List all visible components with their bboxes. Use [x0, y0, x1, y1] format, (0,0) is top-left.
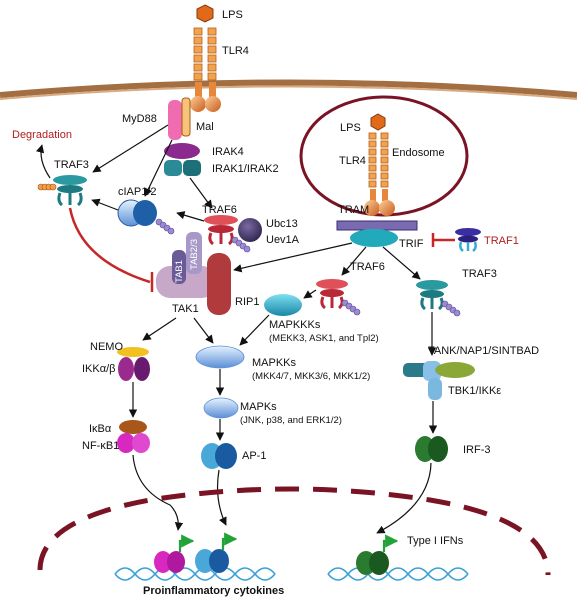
tram-label: TRAM — [338, 204, 369, 216]
myd88-label: MyD88 — [122, 113, 157, 125]
mapkkks-label: MAPKKKs — [269, 319, 321, 331]
mapks-label: MAPKs — [240, 401, 277, 413]
mapkks-label: MAPKKs — [252, 357, 297, 369]
traf3-inhibit-line — [68, 207, 151, 284]
endosome-label: Endosome — [392, 147, 445, 159]
irf3-protein — [415, 436, 448, 462]
tbk1-label: TBK1/IKKε — [448, 385, 501, 397]
tlr4-top-label: TLR4 — [222, 45, 249, 57]
ap1-on-dna — [195, 549, 229, 573]
irf3-label: IRF-3 — [463, 444, 491, 456]
tram-protein — [336, 220, 418, 231]
type1-ifns-label: Type I IFNs — [407, 535, 464, 547]
ikba-label: IκBα — [89, 423, 112, 435]
mapks-sub-label: (JNK, p38, and ERK1/2) — [240, 415, 342, 426]
traf3-left-protein — [53, 175, 87, 207]
uev1a-label: Uev1A — [266, 234, 300, 246]
nemo-label: NEMO — [90, 341, 123, 353]
traf6-right-protein — [316, 279, 348, 310]
irak4-label: IRAK4 — [212, 146, 244, 158]
mapkks-protein — [195, 345, 245, 369]
traf3-left-label: TRAF3 — [54, 159, 89, 171]
traf6-right-label: TRAF6 — [350, 261, 385, 273]
ap1-label: AP-1 — [242, 450, 266, 462]
ciap-protein — [117, 199, 157, 227]
irak1-protein — [164, 160, 182, 176]
tank-label: TANK/NAP1/SINTBAD — [428, 345, 539, 357]
nuclear-envelope — [37, 486, 551, 576]
ikk-label: IKKα/β — [82, 363, 115, 375]
tlr4-receptor-top — [190, 4, 221, 112]
nfkb1-protein — [117, 433, 150, 453]
degradation-label: Degradation — [12, 129, 72, 141]
dna-left — [114, 567, 276, 581]
traf1-protein — [455, 228, 481, 252]
mapkkks-sub-label: (MEKK3, ASK1, and Tpl2) — [269, 333, 379, 344]
irak2-protein — [183, 160, 201, 176]
tak1-protein — [156, 266, 216, 298]
trif-label: TRIF — [399, 238, 424, 250]
irf3-on-dna — [356, 551, 389, 575]
ciap-label: cIAP1/2 — [118, 186, 157, 198]
ubc13-label: Ubc13 — [266, 218, 298, 230]
plasma-membrane — [0, 79, 577, 98]
mapks-protein — [203, 397, 239, 419]
tab1-label: TAB1 — [174, 260, 185, 283]
nfkb1-label: NF-κB1 — [82, 440, 119, 452]
traf1-label: TRAF1 — [484, 235, 519, 247]
myd88-protein — [168, 100, 182, 140]
nfkb-on-dna — [154, 551, 185, 573]
ikk-protein — [118, 357, 150, 381]
tab23-label: TAB2/3 — [189, 239, 200, 270]
mal-protein — [181, 97, 191, 137]
ubiquitin-chain-traf3-left — [37, 183, 57, 191]
ubiquitin-chain-ciap — [155, 218, 175, 235]
mapkkks-protein — [264, 294, 302, 316]
lps-top-icon — [196, 4, 214, 23]
nemo-protein — [117, 347, 149, 357]
irak4-protein — [164, 143, 200, 159]
traf6-left-protein — [204, 215, 238, 246]
lps-endosome-label: LPS — [340, 122, 361, 134]
tak1-label: TAK1 — [172, 303, 199, 315]
mapkks-sub-label: (MKK4/7, MKK3/6, MKK1/2) — [252, 371, 370, 382]
ap1-protein — [201, 443, 237, 469]
traf6-left-label: TRAF6 — [202, 204, 237, 216]
signaling-arrows — [35, 124, 438, 534]
ubc13-uev1a-protein — [238, 218, 262, 242]
tank-tbk1-complex — [403, 361, 475, 400]
tab23-protein — [186, 232, 202, 274]
promoter-arrows — [178, 532, 399, 552]
traf3-right-label: TRAF3 — [462, 268, 497, 280]
tab1-protein — [172, 250, 186, 284]
proinflammatory-label: Proinflammatory cytokines — [143, 585, 284, 597]
lps-endosome-icon — [370, 113, 386, 131]
mal-label: Mal — [196, 121, 214, 133]
rip1-protein — [207, 253, 231, 315]
trif-protein — [350, 229, 398, 247]
tlr4-receptor-endosome — [364, 113, 395, 216]
lps-top-label: LPS — [222, 9, 243, 21]
irak1-2-label: IRAK1/IRAK2 — [212, 163, 279, 175]
rip1-label: RIP1 — [235, 296, 259, 308]
dna-right — [327, 567, 469, 581]
ikba-protein — [119, 420, 147, 434]
tlr4-endosome-label: TLR4 — [339, 155, 366, 167]
